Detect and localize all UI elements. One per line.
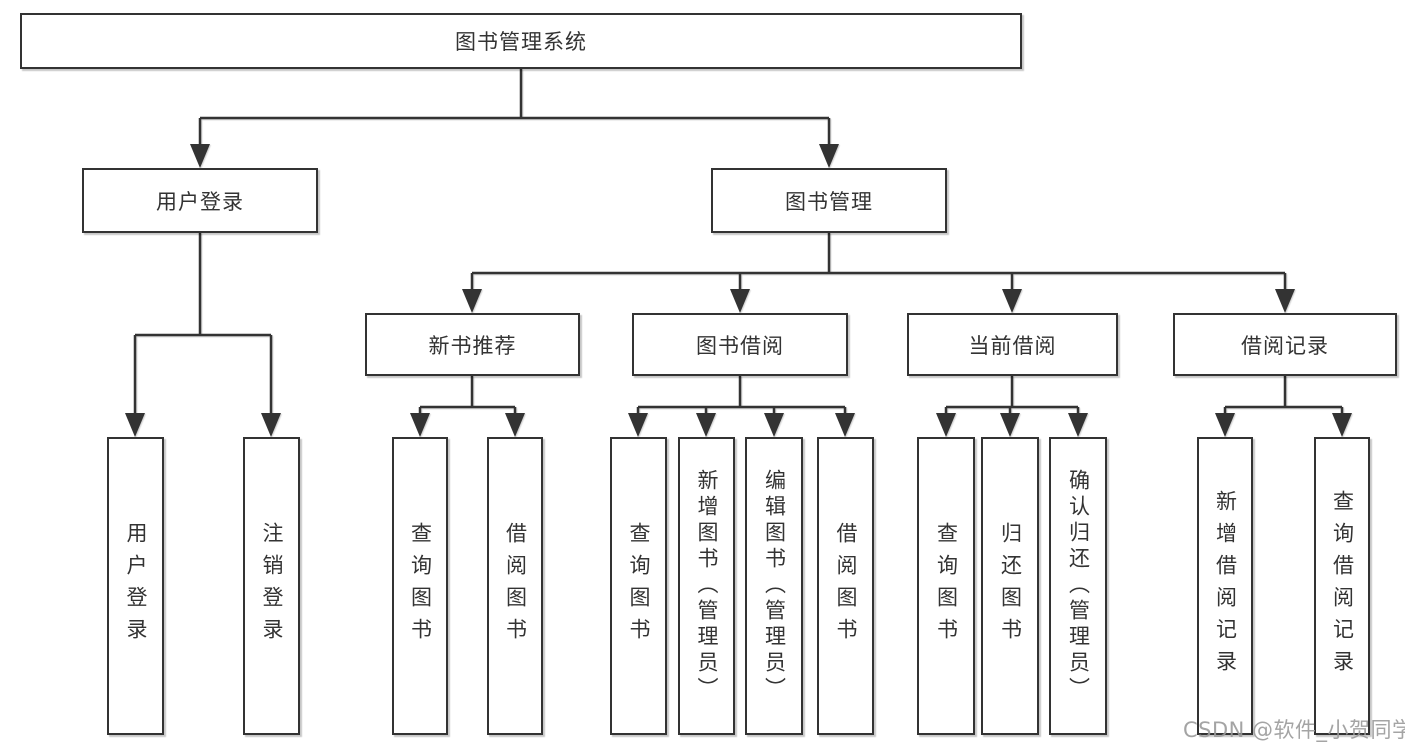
leaf-query-book: 查询图书 — [392, 437, 448, 735]
node-label: 查询图书 — [627, 522, 651, 650]
leaf-query-borrow-record: 查询借阅记录 — [1314, 437, 1370, 735]
connector-root-to-level2 — [198, 69, 831, 146]
node-label: 用户登录 — [156, 189, 244, 214]
node-label: 归还图书 — [998, 522, 1023, 650]
node-label: 当前借阅 — [968, 333, 1057, 358]
node-label: 图书管理系统 — [455, 30, 587, 54]
node-label: 新书推荐 — [428, 333, 517, 358]
leaf-borrow-book: 借阅图书 — [487, 437, 543, 735]
leaf-query-book: 查询图书 — [610, 437, 667, 735]
csdn-watermark: CSDN @软件_小贺同学 — [1183, 718, 1405, 742]
arrowheads — [125, 144, 1352, 437]
leaf-borrow-book: 借阅图书 — [817, 437, 874, 735]
node-label: 图书借阅 — [696, 333, 784, 358]
node-label: 查询图书 — [934, 522, 959, 650]
node-label: 确认归还（管理员） — [1066, 469, 1091, 703]
leaf-edit-book-admin: 编辑图书（管理员） — [745, 437, 803, 735]
connector-recommend-to-leaves — [418, 376, 517, 415]
connector-borrow-to-leaves — [636, 376, 847, 415]
leaf-confirm-return-admin: 确认归还（管理员） — [1049, 437, 1107, 735]
node-label: 借阅记录 — [1241, 333, 1329, 358]
connector-current-to-leaves — [944, 376, 1080, 415]
leaf-logout: 注销登录 — [243, 437, 300, 735]
node-label: 借阅图书 — [503, 522, 528, 650]
node-book-borrow: 图书借阅 — [632, 313, 848, 376]
node-label: 借阅图书 — [834, 522, 858, 650]
leaf-user-login: 用户登录 — [107, 437, 164, 735]
node-user-login-group: 用户登录 — [82, 168, 318, 233]
connector-login-to-leaves — [133, 233, 273, 415]
node-label: 图书管理 — [785, 189, 873, 214]
node-label: 查询借阅记录 — [1330, 490, 1355, 682]
leaf-query-book: 查询图书 — [917, 437, 975, 735]
node-current-borrow: 当前借阅 — [907, 313, 1118, 376]
node-new-book-recommend: 新书推荐 — [365, 313, 580, 376]
node-label: 用户登录 — [124, 522, 148, 650]
node-label: 编辑图书（管理员） — [762, 469, 787, 703]
node-label: 注销登录 — [260, 522, 284, 650]
node-label: 新增图书（管理员） — [695, 469, 719, 703]
node-borrow-record: 借阅记录 — [1173, 313, 1397, 376]
leaf-return-book: 归还图书 — [981, 437, 1039, 735]
leaf-add-borrow-record: 新增借阅记录 — [1197, 437, 1253, 735]
node-library-system-root: 图书管理系统 — [20, 13, 1022, 69]
node-book-management: 图书管理 — [711, 168, 947, 233]
connector-record-to-leaves — [1223, 376, 1344, 415]
node-label: 新增借阅记录 — [1213, 490, 1238, 682]
leaf-add-book-admin: 新增图书（管理员） — [678, 437, 735, 735]
connector-mgmt-to-level3 — [470, 233, 1287, 291]
node-label: 查询图书 — [408, 522, 433, 650]
